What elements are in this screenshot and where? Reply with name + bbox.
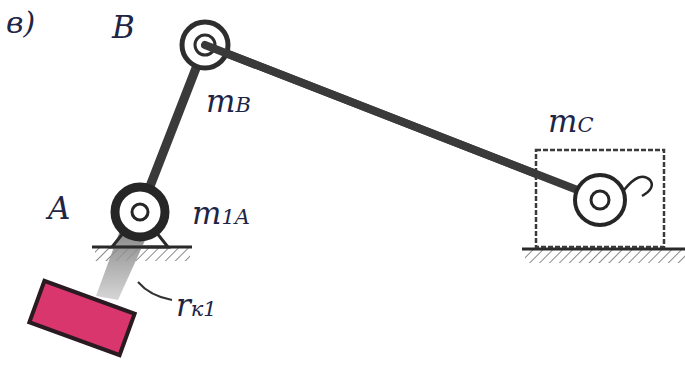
joint-pin xyxy=(132,204,148,220)
ground-hatch xyxy=(95,247,190,261)
radius-label: rк1 xyxy=(176,290,217,321)
ground-hatch xyxy=(525,249,685,263)
connecting-rod xyxy=(205,45,598,198)
joint-a xyxy=(115,187,165,237)
mass-label: m1A xyxy=(192,198,250,229)
point-label: B xyxy=(112,12,135,43)
joint-pin xyxy=(591,191,609,209)
point-label: A xyxy=(48,193,70,224)
slider-c xyxy=(536,150,664,247)
mass-label: mC xyxy=(548,106,593,137)
leader-line xyxy=(138,282,172,300)
rotor xyxy=(29,281,134,355)
joint-c xyxy=(575,175,625,225)
figure-letter: в) xyxy=(6,8,35,38)
slider-spring xyxy=(624,177,652,196)
mass-label: mB xyxy=(206,86,251,117)
connecting-rod-end xyxy=(205,45,598,198)
